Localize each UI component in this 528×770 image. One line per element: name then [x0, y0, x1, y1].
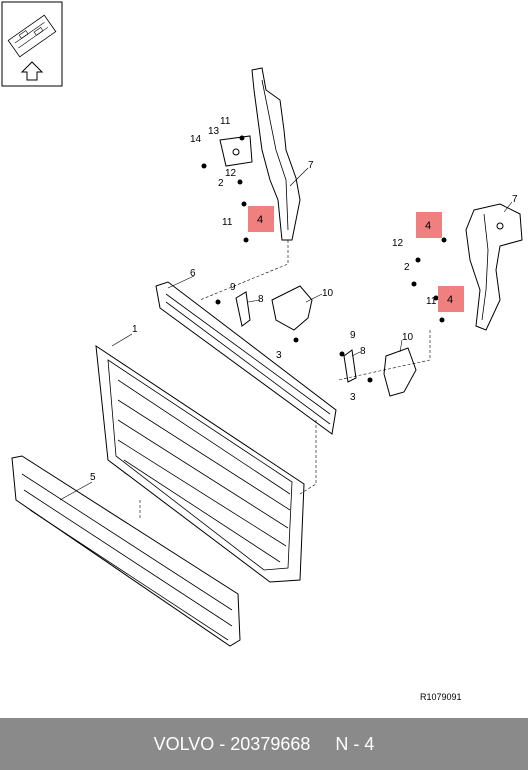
grille-frame	[95, 344, 305, 583]
callout-12b: 12	[392, 238, 404, 249]
callout-3b: 3	[350, 392, 356, 403]
callout-2b: 2	[404, 262, 410, 273]
vertical-bracket-left	[219, 67, 301, 241]
latch-left	[235, 285, 313, 331]
callout-4a: 4	[257, 214, 263, 226]
callout-9b: 9	[350, 330, 356, 341]
footer-part-number: 20379668	[230, 733, 311, 754]
vertical-bracket-right	[465, 203, 523, 331]
callout-6: 6	[190, 268, 196, 279]
callout-11b: 11	[222, 217, 233, 228]
callout-1: 1	[132, 324, 138, 335]
callout-14: 14	[190, 134, 202, 145]
footer-position: N - 4	[335, 733, 375, 754]
callout-12a: 12	[225, 168, 237, 179]
callout-4c: 4	[447, 294, 453, 306]
assembly-lines	[139, 240, 431, 520]
callout-11c: 11	[426, 296, 437, 307]
callout-7b: 7	[512, 194, 518, 205]
reference-code: R1079091	[420, 692, 462, 702]
callout-2a: 2	[218, 178, 224, 189]
footer-separator: -	[214, 733, 231, 754]
leader-lines	[59, 167, 513, 501]
parts-diagram: 4 4 4 1 6 5 7 7 11 13 14 12 2 11 12 2 11…	[1, 1, 523, 702]
screws	[201, 135, 447, 383]
callout-9a: 9	[230, 282, 236, 293]
badge-4-right-lower	[438, 286, 464, 312]
footer-brand: VOLVO	[153, 733, 215, 754]
callout-10b: 10	[402, 332, 414, 343]
badge-4-upper	[248, 206, 274, 232]
callout-11a: 11	[220, 116, 231, 127]
lower-bumper-panel	[11, 455, 241, 647]
badge-4-right-upper	[416, 212, 442, 238]
footer-spacer	[310, 734, 335, 755]
latch-right	[343, 347, 417, 397]
upper-grille-panel	[155, 281, 337, 435]
footer-bar: VOLVO - 20379668 N - 4	[0, 718, 528, 770]
callout-5: 5	[90, 472, 96, 483]
callout-8a: 8	[258, 294, 264, 305]
orientation-arrow-icon	[1, 1, 63, 87]
callout-3a: 3	[276, 350, 282, 361]
callout-4b: 4	[425, 220, 431, 232]
callout-7a: 7	[308, 160, 314, 171]
callout-10a: 10	[322, 288, 334, 299]
callout-8b: 8	[360, 346, 366, 357]
callout-13: 13	[208, 126, 220, 137]
